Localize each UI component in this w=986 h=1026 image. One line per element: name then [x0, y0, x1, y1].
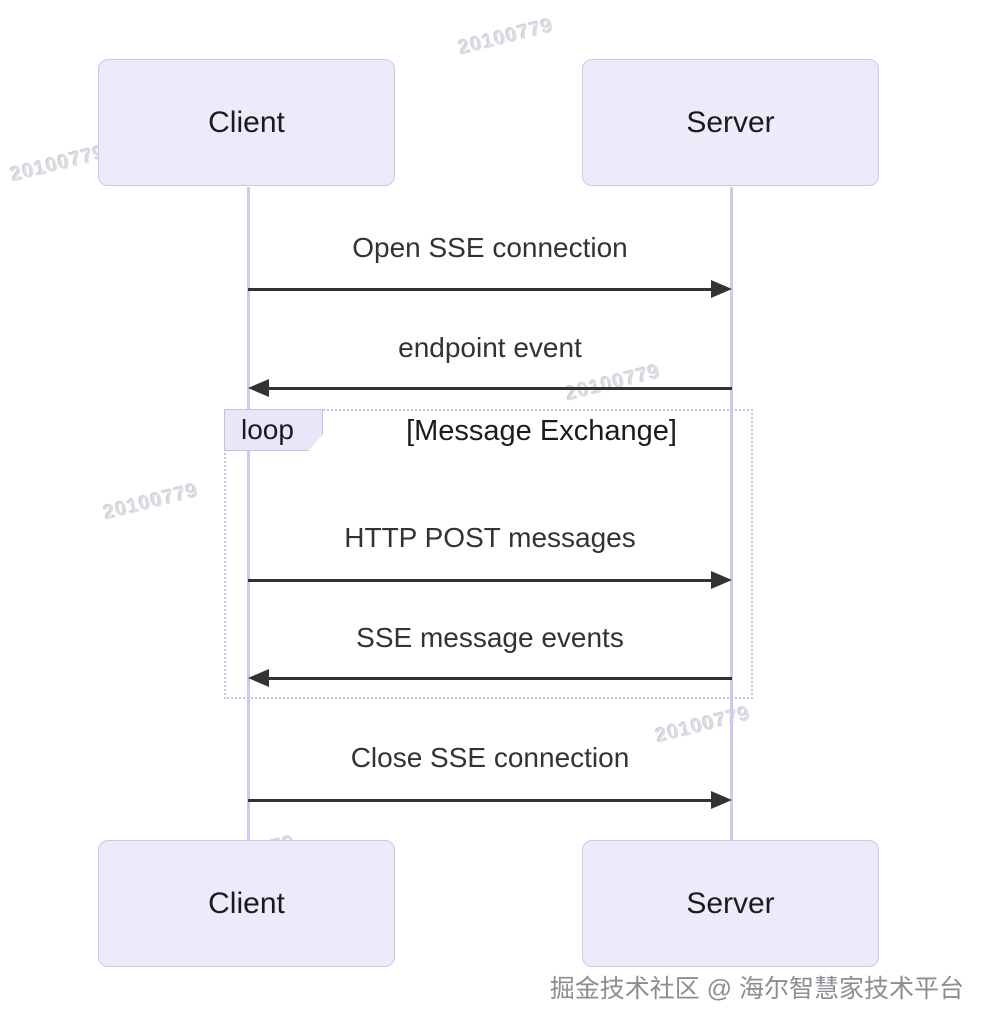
- message-arrow: [248, 280, 732, 298]
- arrow-line: [248, 799, 716, 802]
- actor-label: Server: [686, 105, 775, 139]
- loop-label: loop: [241, 414, 294, 445]
- actor-box-server-top: Server: [582, 59, 879, 186]
- arrowhead-right-icon: [711, 571, 732, 589]
- message-label: Open SSE connection: [352, 232, 628, 263]
- watermark: 20100779: [8, 141, 109, 187]
- watermark: 20100779: [101, 479, 202, 525]
- footer-credit: 掘金技术社区 @ 海尔智慧家技术平台: [549, 975, 964, 1003]
- loop-label-tab: loop: [224, 409, 323, 451]
- message-label: SSE message events: [356, 622, 624, 653]
- actor-box-client-top: Client: [98, 59, 395, 186]
- loop-frame: [224, 409, 753, 699]
- server-lifeline: [730, 187, 733, 841]
- arrowhead-left-icon: [248, 669, 269, 687]
- loop-title: [Message Exchange]: [406, 415, 677, 447]
- arrowhead-right-icon: [711, 280, 732, 298]
- arrow-line: [248, 288, 716, 291]
- message-label: HTTP POST messages: [344, 522, 636, 553]
- arrowhead-right-icon: [711, 791, 732, 809]
- message-arrow: [248, 791, 732, 809]
- actor-label: Server: [686, 886, 775, 920]
- watermark: 20100779: [456, 14, 557, 60]
- actor-box-server-bottom: Server: [582, 840, 879, 967]
- arrow-line: [264, 387, 732, 390]
- actor-label: Client: [208, 886, 285, 920]
- arrow-line: [248, 579, 716, 582]
- client-lifeline: [247, 187, 250, 841]
- message-arrow: [248, 669, 732, 687]
- message-arrow: [248, 379, 732, 397]
- actor-label: Client: [208, 105, 285, 139]
- actor-box-client-bottom: Client: [98, 840, 395, 967]
- arrow-line: [264, 677, 732, 680]
- arrowhead-left-icon: [248, 379, 269, 397]
- message-label: Close SSE connection: [350, 742, 630, 773]
- message-arrow: [248, 571, 732, 589]
- message-label: endpoint event: [398, 332, 582, 363]
